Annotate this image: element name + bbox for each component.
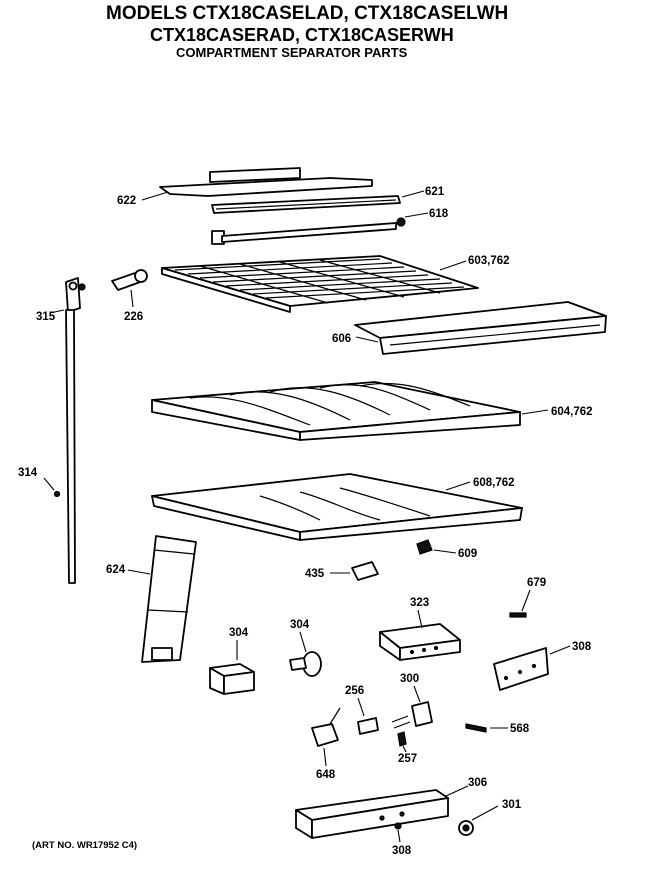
- label-604: 604,762: [551, 406, 593, 418]
- label-618: 618: [429, 208, 449, 220]
- part-315-bracket: [65, 277, 86, 313]
- leader-604: [521, 409, 549, 415]
- part-622-cover: [159, 167, 373, 197]
- leader-300: [413, 685, 421, 703]
- leader-256: [357, 697, 365, 717]
- label-603: 603,762: [468, 255, 510, 267]
- art-number: (ART NO. WR17952 C4): [32, 840, 138, 851]
- label-308b: 308: [392, 845, 412, 857]
- label-568: 568: [510, 723, 530, 735]
- part-304-box: [209, 663, 255, 695]
- part-679-screw: [509, 612, 527, 618]
- leader-323: [417, 609, 423, 629]
- label-306: 306: [468, 777, 487, 789]
- leader-606: [355, 336, 379, 343]
- leader-624: [127, 569, 151, 575]
- label-308a: 308: [572, 641, 592, 653]
- leader-314: [43, 477, 55, 491]
- part-306-bracket: [295, 789, 449, 839]
- leader-301: [471, 805, 499, 821]
- label-300: 300: [400, 673, 419, 685]
- part-621-bar: [211, 195, 401, 214]
- leader-306: [445, 785, 469, 797]
- label-257: 257: [398, 753, 417, 765]
- label-435: 435: [305, 568, 325, 580]
- label-608: 608,762: [473, 477, 515, 489]
- part-308-screw-lower: [394, 822, 402, 830]
- label-606: 606: [332, 333, 351, 345]
- leader-603: [439, 260, 467, 271]
- part-606-trim: [354, 301, 607, 355]
- part-301-knob: [458, 820, 474, 836]
- label-226: 226: [124, 311, 143, 323]
- part-323-housing: [379, 623, 461, 661]
- leader-621: [401, 190, 425, 198]
- label-622: 622: [117, 195, 136, 207]
- label-621: 621: [425, 186, 445, 198]
- leader-609: [433, 549, 457, 554]
- part-604-pan: [151, 381, 521, 441]
- leader-648: [323, 747, 327, 767]
- label-609: 609: [458, 548, 477, 560]
- label-679: 679: [527, 577, 546, 589]
- leader-622: [141, 191, 169, 201]
- part-618-rod: [211, 217, 406, 245]
- label-256: 256: [345, 685, 364, 697]
- part-609-clip: [416, 539, 433, 555]
- part-256-connector: [357, 717, 379, 735]
- part-304-knob: [289, 651, 322, 677]
- label-323: 323: [410, 597, 429, 609]
- label-648: 648: [316, 769, 336, 781]
- label-304b: 304: [290, 619, 310, 631]
- page-title-line1: MODELS CTX18CASELAD, CTX18CASELWH: [106, 3, 509, 24]
- label-304a: 304: [229, 627, 249, 639]
- part-648-fitting: [311, 707, 341, 747]
- part-257-screw: [397, 731, 407, 747]
- leader-315: [49, 309, 65, 314]
- part-314-rod: [65, 309, 76, 584]
- leader-679: [521, 589, 531, 612]
- label-314: 314: [18, 467, 38, 479]
- page-subtitle: COMPARTMENT SEPARATOR PARTS: [176, 45, 408, 60]
- part-603-shelf: [161, 255, 479, 313]
- leader-308a: [549, 645, 571, 655]
- leader-618: [404, 212, 429, 218]
- page-title-line2: CTX18CASERAD, CTX18CASERWH: [150, 25, 454, 45]
- leader-608: [445, 481, 471, 491]
- part-568-screw: [465, 723, 487, 733]
- part-624-panel: [141, 535, 197, 663]
- leader-304b: [299, 631, 307, 653]
- leader-226: [130, 289, 134, 308]
- label-315: 315: [36, 311, 56, 323]
- leader-257: [402, 745, 407, 753]
- part-300-switch: [391, 701, 433, 729]
- part-608-pan: [151, 473, 523, 541]
- label-301: 301: [502, 799, 522, 811]
- leader-308b: [397, 829, 401, 843]
- label-624: 624: [106, 564, 126, 576]
- part-308-bracket-upper: [493, 647, 549, 691]
- part-435-block: [351, 561, 379, 581]
- part-226-roller: [111, 269, 148, 291]
